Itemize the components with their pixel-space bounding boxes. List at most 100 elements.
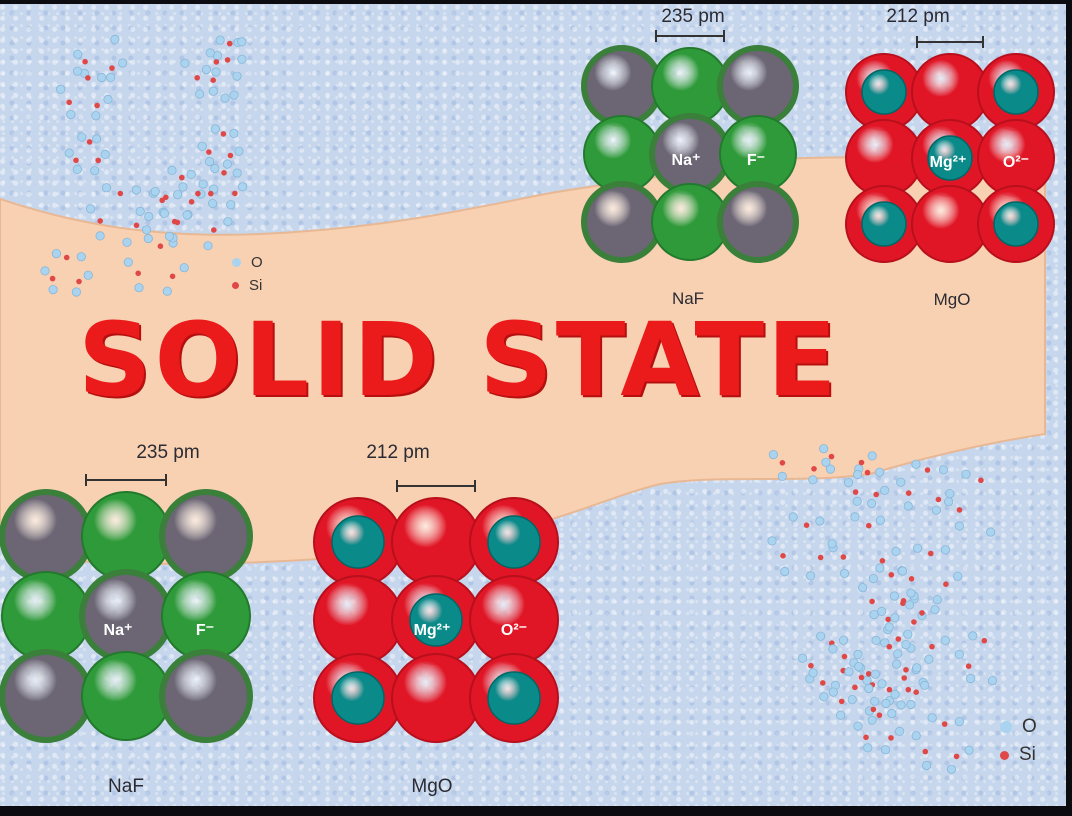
magnesium-ion: [993, 201, 1039, 247]
oxygen-atom: [229, 90, 239, 100]
oxide-ion: [313, 575, 403, 665]
silicon-atom: [811, 466, 817, 472]
silicon-atom: [888, 572, 895, 578]
silicon-atom: [908, 576, 915, 582]
oxygen-atom: [940, 545, 950, 555]
silicate-network-bottom-right: [767, 444, 997, 774]
silicon-atom: [220, 131, 227, 137]
oxygen-atom: [953, 571, 963, 581]
oxygen-atom: [220, 93, 230, 103]
oxygen-atom: [198, 179, 208, 189]
oxygen-atom: [964, 745, 974, 755]
silicon-atom: [163, 194, 169, 201]
oxygen-atom: [850, 512, 860, 522]
oxygen-atom: [924, 654, 934, 664]
silicon-atom: [873, 491, 879, 498]
oxygen-atom: [64, 148, 74, 158]
oxide-ion: [391, 497, 481, 587]
silicon-atom: [828, 453, 835, 460]
silicon-atom: [886, 686, 893, 693]
oxygen-atom: [134, 283, 144, 293]
naf-caption: NaF: [671, 289, 705, 308]
silicon-atom: [179, 174, 185, 181]
silicon-atom: [928, 550, 934, 557]
oxygen-atom: [72, 164, 82, 174]
oxygen-atom: [890, 689, 900, 699]
oxygen-atom: [912, 663, 922, 673]
fluoride-ion: [81, 491, 171, 581]
naf-lattice-bottom: 235 pm Na⁺ F⁻ NaF: [0, 440, 262, 806]
oxygen-atom: [913, 543, 923, 553]
oxygen-atom: [144, 211, 154, 222]
silicon-atom: [780, 553, 786, 559]
oxide-ion: [911, 53, 989, 131]
oxygen-atom: [110, 34, 120, 44]
silicon-atom: [866, 522, 872, 529]
silicate-network-top-left: [40, 34, 248, 297]
magnesium-ion: [927, 135, 973, 181]
oxygen-atom: [788, 512, 798, 522]
silicon-atom: [858, 459, 865, 466]
oxygen-atom: [877, 606, 887, 616]
poster: O Si O Si 235 pm Na⁺ F⁻ NaF 212 pm Mg²⁺ …: [0, 4, 1066, 806]
oxygen-atom: [97, 72, 107, 83]
legend-silicon: Si: [232, 277, 263, 294]
oxygen-atom: [131, 185, 142, 195]
oxygen-atom: [884, 622, 894, 632]
oxygen-atom: [867, 715, 877, 725]
legend-silicon-label: Si: [249, 277, 263, 294]
oxygen-atom: [141, 225, 152, 235]
silicon-atom: [66, 99, 72, 106]
oxygen-atom: [195, 89, 205, 99]
oxygen-atom: [875, 467, 885, 477]
oxygen-atom: [954, 716, 964, 727]
oxygen-atom: [90, 166, 100, 176]
oxygen-atom: [159, 208, 169, 218]
oxygen-atom: [869, 610, 879, 620]
oxygen-atom: [892, 659, 902, 669]
sodium-ion: [581, 181, 663, 263]
sodium-ion-label: Na⁺: [103, 622, 133, 639]
oxygen-atom: [881, 698, 891, 709]
oxygen-atom: [92, 134, 102, 144]
oxygen-atom: [897, 566, 908, 576]
silicon-atom: [63, 254, 70, 261]
oxygen-atom: [870, 669, 880, 679]
magnesium-ion-label: Mg²⁺: [413, 622, 451, 639]
oxygen-atom: [150, 187, 160, 197]
sodium-ion: [717, 45, 799, 127]
oxygen-atom: [40, 266, 50, 276]
oxygen-atom: [226, 200, 236, 210]
oxygen-atom: [880, 485, 890, 496]
silicon-atom: [838, 698, 845, 705]
spacing-label: 235 pm: [661, 6, 725, 27]
oxygen-atom: [968, 631, 978, 641]
fluoride-ion: [81, 651, 171, 741]
oxygen-atom: [122, 237, 132, 247]
oxygen-atom: [816, 631, 826, 641]
oxygen-atom: [237, 54, 247, 64]
silicon-atom: [941, 721, 948, 727]
oxygen-atom: [927, 713, 937, 723]
legend-top: O Si: [232, 254, 263, 300]
legend-silicon-label: Si: [1019, 744, 1036, 765]
oxygen-atom: [887, 708, 897, 719]
mgo-caption: MgO: [411, 776, 453, 797]
oxygen-atom: [868, 574, 879, 584]
silicon-atom: [981, 637, 988, 644]
oxygen-atom: [828, 644, 838, 654]
oxygen-atom: [768, 450, 778, 460]
mgo-lattice-top: 212 pm Mg²⁺ O²⁻ MgO: [842, 4, 1062, 309]
silicon-atom: [841, 653, 848, 660]
silicon-atom: [808, 662, 814, 669]
silicon-atom: [117, 190, 124, 197]
oxygen-atom: [903, 629, 913, 639]
oxygen-atom: [83, 270, 93, 280]
oxygen-atom: [890, 613, 900, 623]
silicon-atom: [879, 558, 886, 564]
oxide-ion: [845, 119, 923, 197]
magnesium-ion: [331, 515, 385, 569]
oxygen-atom: [854, 662, 864, 672]
oxygen-atom: [825, 464, 836, 474]
naf-caption: NaF: [108, 776, 144, 797]
